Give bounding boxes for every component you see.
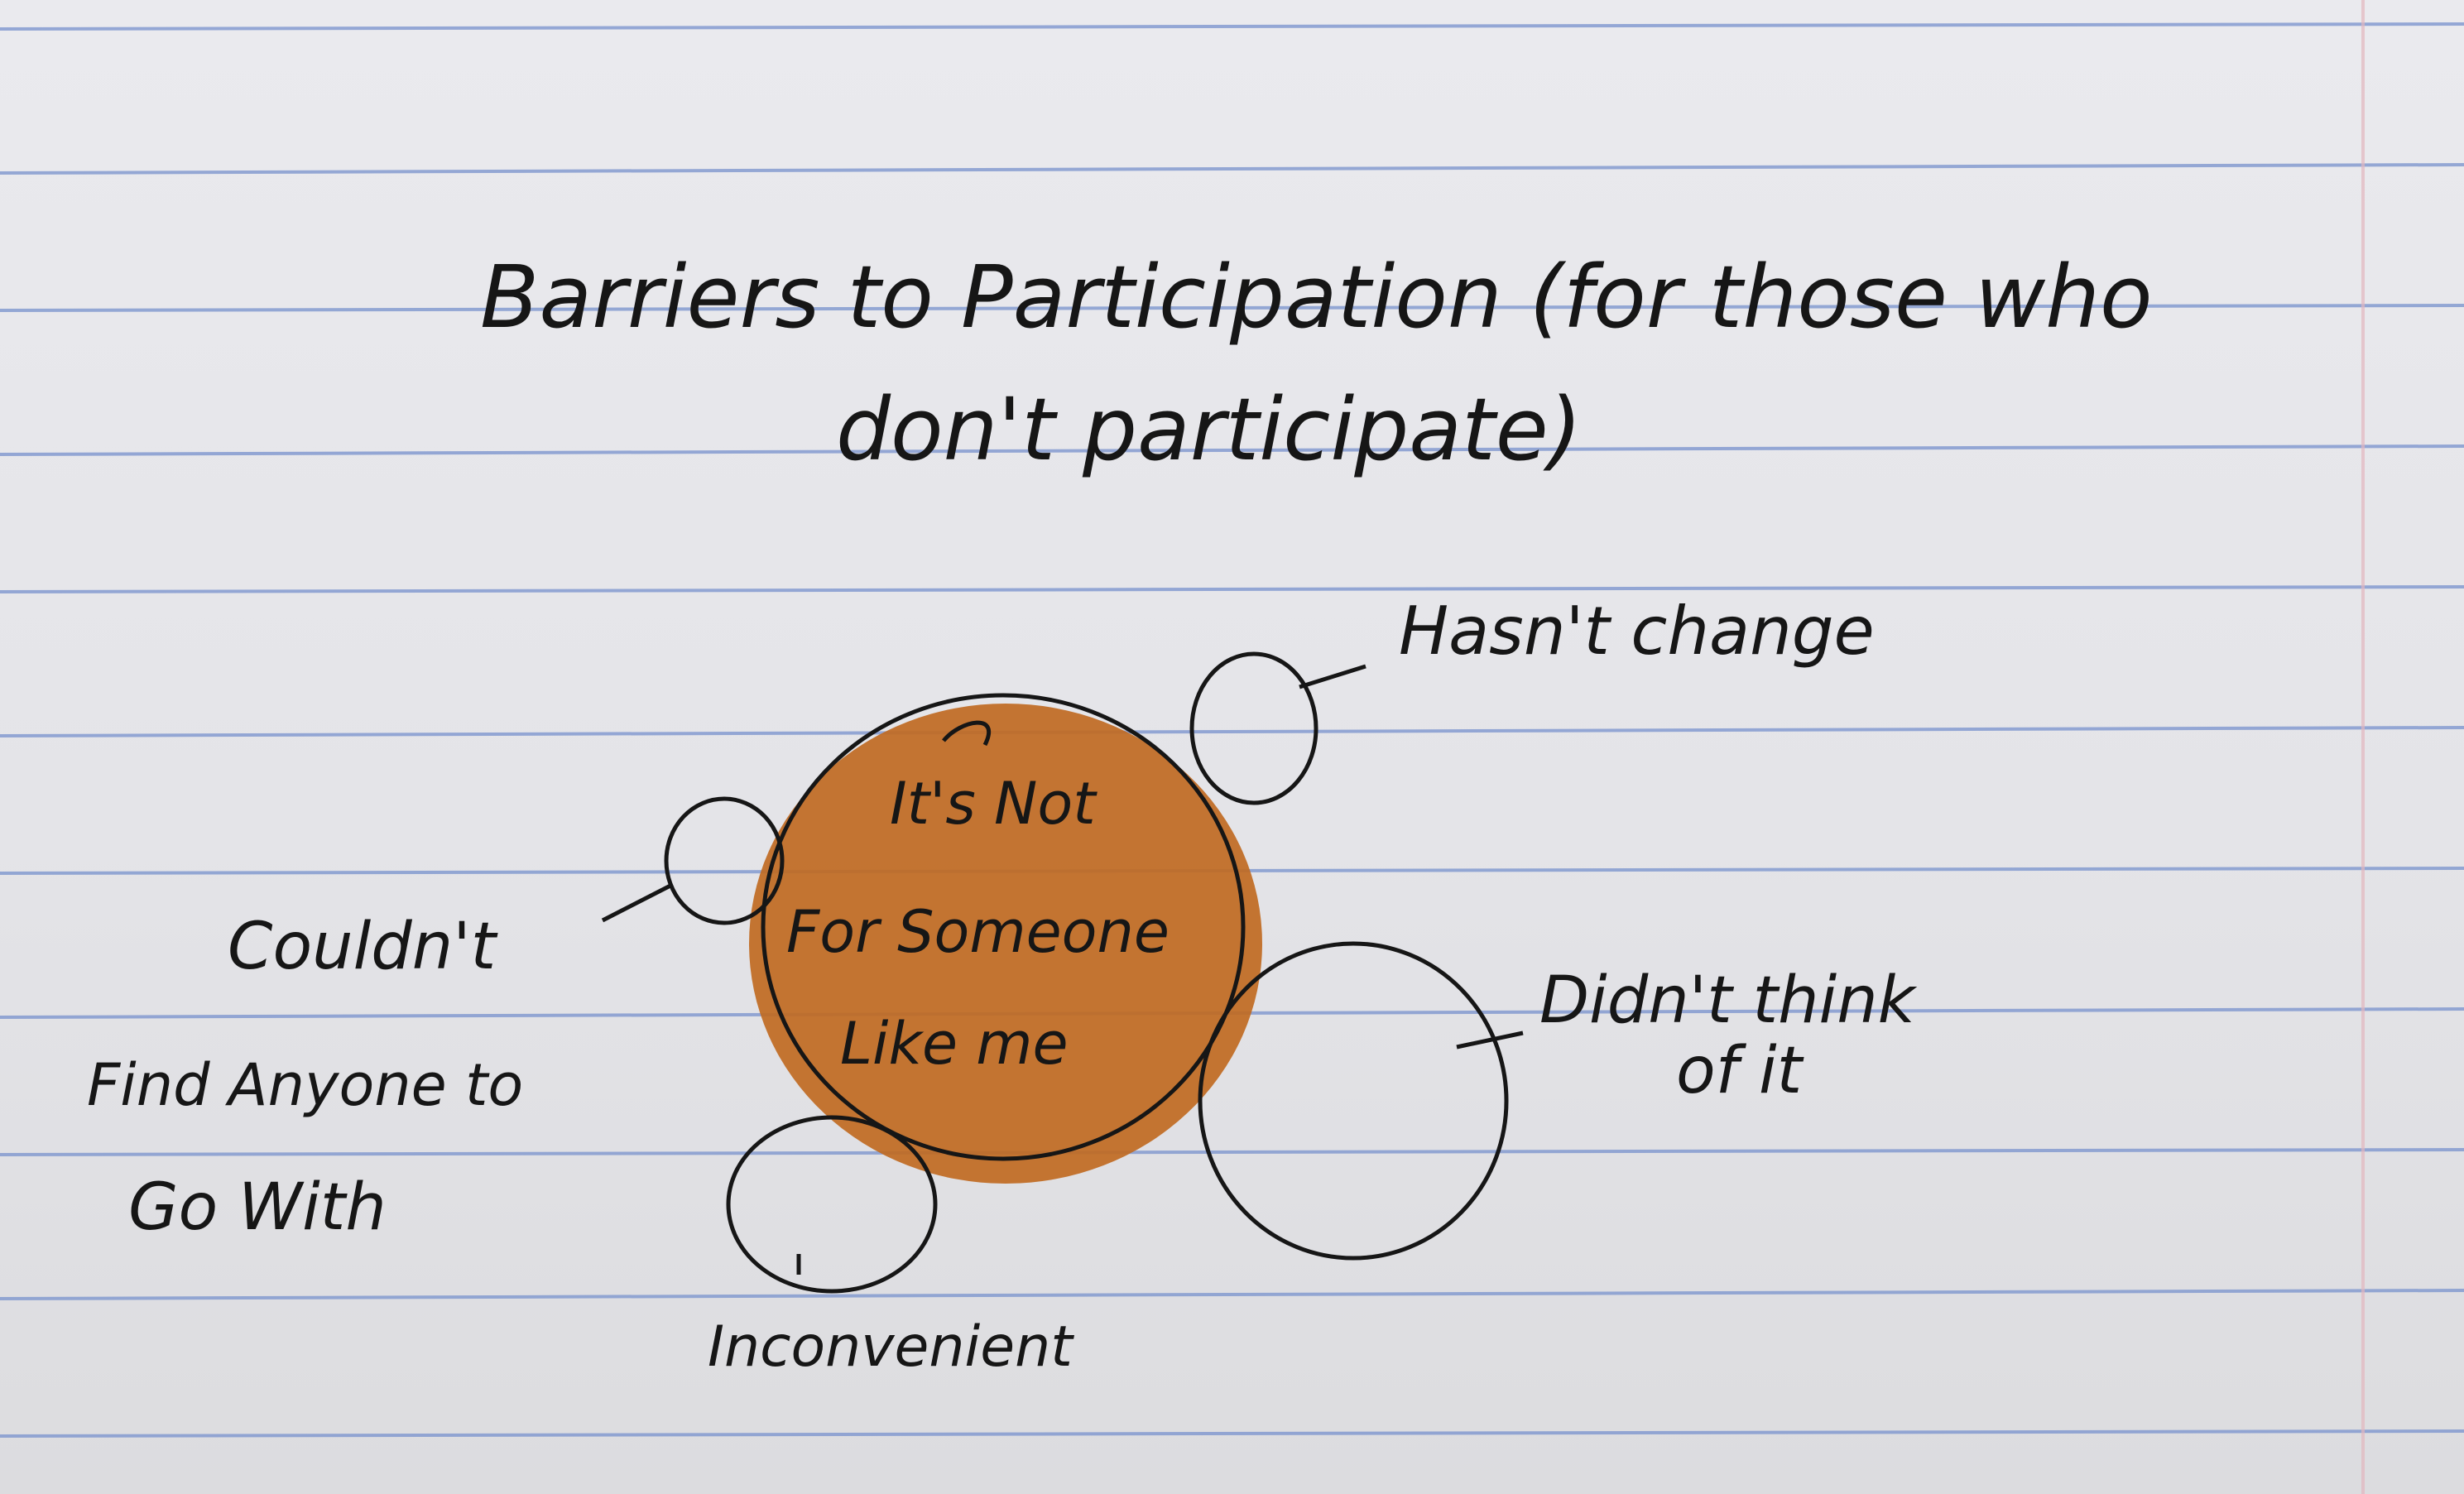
center-node-outline	[761, 693, 1246, 1161]
ruled-lines	[0, 22, 2464, 1438]
label-couldnt-find-line-2: Find Anyone to	[87, 1051, 523, 1119]
connector-couldnt-find	[601, 883, 672, 923]
rule-line	[0, 304, 2464, 312]
satellite-circle-hasnt-change	[1189, 651, 1318, 805]
rule-line	[0, 163, 2464, 175]
connector-didnt-think	[1456, 1030, 1524, 1050]
label-inconvenient: Inconvenient	[708, 1314, 1074, 1380]
center-node-loop-mark	[942, 720, 992, 747]
rule-line	[0, 1148, 2464, 1156]
title-line-1: Barriers to Participation (for those who	[480, 247, 2153, 348]
satellite-circle-inconvenient	[726, 1115, 938, 1294]
satellite-circle-didnt-think	[1198, 941, 1509, 1261]
label-didnt-think-line-2: of it	[1676, 1034, 1804, 1108]
rule-line	[0, 444, 2464, 456]
label-couldnt-find-line-1: Couldn't	[228, 910, 498, 984]
center-node-line-3: Like me	[840, 1010, 1069, 1078]
center-node-fill	[749, 704, 1262, 1184]
label-hasnt-change: Hasn't change	[1399, 593, 1875, 670]
rule-line	[0, 1429, 2464, 1438]
title-line-2: don't participate)	[836, 379, 1582, 480]
center-node-line-1: It's Not	[890, 770, 1098, 838]
rule-line	[0, 1289, 2464, 1300]
rule-line	[0, 726, 2464, 737]
label-didnt-think-line-1: Didn't think	[1539, 963, 1918, 1038]
connector-hasnt-change	[1299, 664, 1366, 689]
rule-line	[0, 22, 2464, 31]
center-node-line-2: For Someone	[786, 898, 1170, 966]
rule-line	[0, 585, 2464, 593]
label-couldnt-find-line-3: Go With	[128, 1170, 387, 1245]
satellite-circle-couldnt-find	[664, 796, 785, 925]
